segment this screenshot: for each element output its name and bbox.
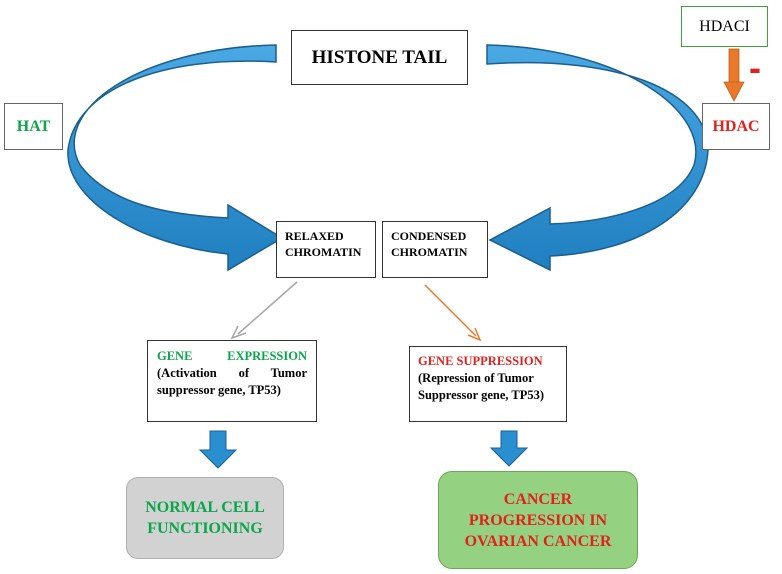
relaxed-line1: RELAXED xyxy=(285,229,344,243)
relaxed-to-expression-arrow xyxy=(230,281,298,340)
histone-tail-label: HISTONE TAIL xyxy=(311,46,448,68)
cancer-line2: PROGRESSION IN xyxy=(468,511,608,529)
normal-text: NORMAL CELL FUNCTIONING xyxy=(145,497,265,539)
right-arc-arrow xyxy=(486,44,709,272)
inhibition-minus-sign: - xyxy=(749,47,761,88)
relaxed-line2: CHROMATIN xyxy=(285,245,362,259)
gene-suppression-title: GENE SUPPRESSION xyxy=(418,354,543,368)
cancer-progression-box: CANCER PROGRESSION IN OVARIAN CANCER xyxy=(438,471,638,569)
hdac-label: HDAC xyxy=(712,117,760,135)
condensed-chromatin-box: CONDENSED CHROMATIN xyxy=(382,221,488,278)
normal-line2: FUNCTIONING xyxy=(147,520,263,537)
histone-tail-box: HISTONE TAIL xyxy=(291,30,468,85)
left-arc-arrow xyxy=(67,44,284,272)
gene-suppression-line2: Suppressor gene, TP53) xyxy=(418,388,545,402)
hdaci-box: HDACI xyxy=(681,6,768,47)
gene-suppression-line1: (Repression of Tumor xyxy=(418,371,534,385)
cancer-line1: CANCER xyxy=(503,490,573,508)
expression-down-arrow xyxy=(198,430,238,469)
cancer-text: CANCER PROGRESSION IN OVARIAN CANCER xyxy=(465,489,612,552)
condensed-to-suppression-arrow xyxy=(424,284,482,342)
gene-expression-box: GENE EXPRESSION (Activation of Tumor sup… xyxy=(147,340,317,422)
hat-box: HAT xyxy=(4,103,63,150)
gene-expression-title: GENE EXPRESSION xyxy=(157,349,307,363)
hat-label: HAT xyxy=(16,117,51,135)
suppression-down-arrow xyxy=(489,430,529,467)
normal-line1: NORMAL CELL xyxy=(145,499,265,516)
hdaci-label: HDACI xyxy=(699,17,750,35)
condensed-line2: CHROMATIN xyxy=(391,245,468,259)
gene-suppression-box: GENE SUPPRESSION (Repression of Tumor Su… xyxy=(409,346,567,422)
normal-cell-functioning-box: NORMAL CELL FUNCTIONING xyxy=(126,477,284,559)
hdac-box: HDAC xyxy=(702,103,770,150)
gene-expression-line2: suppressor gene, TP53) xyxy=(157,383,281,397)
gene-expression-line1: (Activation of Tumor xyxy=(157,366,307,380)
condensed-line1: CONDENSED xyxy=(391,229,467,243)
relaxed-chromatin-box: RELAXED CHROMATIN xyxy=(276,221,376,278)
cancer-line3: OVARIAN CANCER xyxy=(464,532,612,550)
hdaci-inhibit-arrow xyxy=(723,48,745,102)
